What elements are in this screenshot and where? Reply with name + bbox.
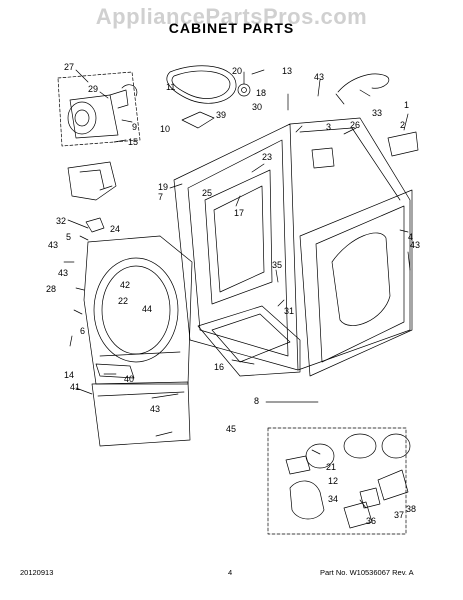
footer-page-number: 4 xyxy=(228,568,233,577)
part-callout-6: 6 xyxy=(80,326,85,336)
part-callout-32: 32 xyxy=(56,216,66,226)
part-callout-45: 45 xyxy=(226,424,236,434)
part-callout-21: 21 xyxy=(326,462,336,472)
part-callout-22: 22 xyxy=(118,296,128,306)
part-callout-37: 37 xyxy=(394,510,404,520)
part-callout-25: 25 xyxy=(202,188,212,198)
part-callout-43: 43 xyxy=(58,268,68,278)
part-callout-43: 43 xyxy=(48,240,58,250)
part-callout-18: 18 xyxy=(256,88,266,98)
part-callout-39: 39 xyxy=(216,110,226,120)
part-callout-41: 41 xyxy=(70,382,80,392)
part-callout-17: 17 xyxy=(234,208,244,218)
footer-date: 20120913 xyxy=(20,568,54,577)
part-callout-29: 29 xyxy=(88,84,98,94)
part-callout-44: 44 xyxy=(142,304,152,314)
part-callout-10: 10 xyxy=(160,124,170,134)
part-callout-23: 23 xyxy=(262,152,272,162)
part-callout-31: 31 xyxy=(284,306,294,316)
part-callout-36: 36 xyxy=(366,516,376,526)
part-callout-40: 40 xyxy=(124,374,134,384)
page-title: CABINET PARTS xyxy=(168,20,295,36)
part-callout-1: 1 xyxy=(404,100,409,110)
part-callout-19: 19 xyxy=(158,182,168,192)
footer-part-number: Part No. W10536067 Rev. A xyxy=(320,568,414,577)
part-callout-35: 35 xyxy=(272,260,282,270)
part-callout-20: 20 xyxy=(232,66,242,76)
part-callout-28: 28 xyxy=(46,284,56,294)
part-callout-30: 30 xyxy=(252,102,262,112)
part-callout-43: 43 xyxy=(314,72,324,82)
part-callout-5: 5 xyxy=(66,232,71,242)
watermark: AppliancePartsPros.com xyxy=(95,4,368,29)
part-callout-24: 24 xyxy=(110,224,120,234)
part-callout-43: 43 xyxy=(150,404,160,414)
part-callout-7: 7 xyxy=(158,192,163,202)
part-callout-14: 14 xyxy=(64,370,74,380)
part-callout-15: 15 xyxy=(128,137,138,147)
part-callout-13: 13 xyxy=(282,66,292,76)
part-callout-38: 38 xyxy=(406,504,416,514)
part-callout-8: 8 xyxy=(254,396,259,406)
part-callout-9: 9 xyxy=(132,122,137,132)
part-callout-11: 11 xyxy=(166,82,175,92)
part-callout-2: 2 xyxy=(400,120,405,130)
part-callout-34: 34 xyxy=(328,494,338,504)
part-callout-27: 27 xyxy=(64,62,74,72)
part-callout-33: 33 xyxy=(372,108,382,118)
part-callout-3: 3 xyxy=(326,122,331,132)
part-callout-42: 42 xyxy=(120,280,130,290)
part-callout-12: 12 xyxy=(328,476,338,486)
part-callout-26: 26 xyxy=(350,120,360,130)
part-callout-43: 43 xyxy=(410,240,420,250)
part-callout-16: 16 xyxy=(214,362,224,372)
part-callout-4: 4 xyxy=(408,232,413,242)
